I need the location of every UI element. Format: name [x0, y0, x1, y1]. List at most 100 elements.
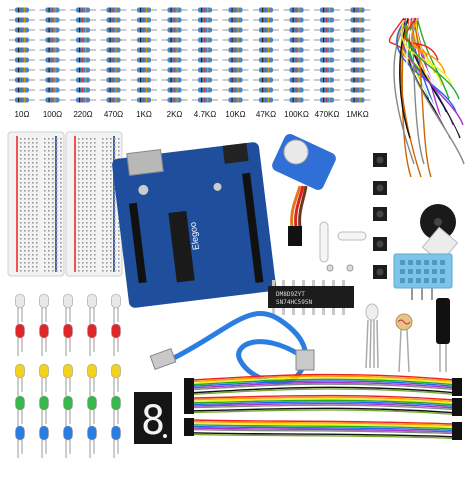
ribbon-wire — [191, 407, 457, 414]
ribbon-wire — [191, 404, 457, 411]
led — [111, 363, 121, 396]
ribbon-wire — [191, 432, 457, 438]
ribbon-wire — [191, 373, 457, 381]
jumper-wire — [396, 21, 457, 113]
ribbon-wire — [191, 388, 457, 396]
ribbon-wire — [191, 402, 457, 409]
ribbon-wire — [191, 377, 457, 384]
resistor-value-label: 100Ω — [42, 110, 63, 119]
led — [63, 425, 73, 458]
breadboard-right — [65, 131, 123, 277]
ribbon-wire — [191, 406, 457, 412]
resistor-value-label: 470KΩ — [314, 110, 340, 119]
ribbon-wire — [191, 428, 457, 435]
push-button — [373, 181, 387, 195]
led — [87, 425, 97, 458]
jumper-wire — [400, 21, 422, 178]
svg-text:Elegoo: Elegoo — [188, 222, 201, 251]
resistor-value-label: 470Ω — [103, 110, 124, 119]
resistor-value-label: 47KΩ — [255, 110, 277, 119]
chip-marking-1: DM8D9ZYT — [276, 291, 305, 298]
led — [87, 323, 97, 356]
jumper-wire — [406, 19, 418, 152]
ribbon-wire — [191, 422, 457, 428]
push-button — [373, 237, 387, 251]
jumper-wire — [417, 20, 450, 100]
ribbon-wire — [191, 386, 457, 394]
rgb-led — [365, 303, 379, 369]
led — [15, 363, 25, 396]
led-grid — [15, 293, 121, 458]
ribbon-wire — [191, 430, 457, 436]
led — [111, 425, 121, 458]
jumper-wire-bundle — [388, 17, 468, 178]
jumper-wire — [413, 21, 432, 178]
ribbon-wire — [191, 419, 457, 425]
led — [39, 323, 49, 356]
led — [39, 425, 49, 458]
led — [111, 293, 121, 326]
shift-register-chip: DM8D9ZYT SN74HC595N — [268, 280, 354, 315]
led — [15, 323, 25, 356]
photoresistor — [395, 313, 413, 373]
led — [39, 363, 49, 396]
push-button — [373, 207, 387, 221]
ribbon-wire — [191, 420, 457, 427]
led — [87, 395, 97, 428]
jumper-wire — [410, 18, 446, 74]
jumper-wire — [415, 19, 443, 87]
resistor-grid — [9, 7, 371, 103]
resistor-value-label: 10KΩ — [225, 110, 246, 119]
push-button — [373, 153, 387, 167]
ribbon-wire — [191, 381, 457, 389]
usb-cable — [149, 311, 315, 385]
resistor-value-label: 2KΩ — [166, 110, 183, 119]
temperature-humidity-sensor — [393, 253, 453, 300]
ribbon-wire — [191, 396, 457, 403]
resistor-value-label: 1MKΩ — [346, 110, 369, 119]
servo-motor — [272, 134, 336, 246]
header-pins-left — [128, 202, 147, 284]
ribbon-wire — [191, 427, 457, 433]
ribbon-wire — [191, 424, 457, 430]
header-pins-right — [242, 172, 264, 283]
segment-digit: 8 — [141, 398, 165, 444]
ribbon-jumper-cables — [184, 373, 462, 440]
jumper-wire — [411, 20, 425, 165]
led — [15, 395, 25, 428]
ribbon-wire — [191, 378, 457, 386]
led — [87, 363, 97, 396]
jumper-wire — [399, 18, 411, 139]
led — [111, 395, 121, 428]
resistor-value-label: 220Ω — [73, 110, 93, 119]
servo-horns — [319, 221, 367, 272]
led — [63, 363, 73, 396]
push-buttons — [373, 153, 387, 279]
seven-segment-display: 8 — [134, 392, 172, 444]
resistor-value-label: 1KΩ — [136, 110, 152, 119]
led — [63, 395, 73, 428]
ribbon-wire — [191, 398, 457, 404]
power-jack — [222, 143, 249, 164]
ribbon-wire — [191, 375, 457, 383]
chip-marking-2: SN74HC595N — [276, 299, 313, 306]
usb-port — [126, 148, 164, 177]
microcontroller-chip — [168, 210, 195, 283]
ribbon-wire — [191, 385, 457, 392]
ribbon-wire — [191, 425, 457, 432]
jumper-wire — [393, 20, 415, 165]
ribbon-wire — [191, 401, 457, 408]
resistor-value-label: 100KΩ — [284, 110, 309, 119]
ribbon-wire — [191, 383, 457, 391]
led — [87, 293, 97, 326]
ribbon-wire — [191, 394, 457, 401]
led — [111, 323, 121, 356]
led — [63, 323, 73, 356]
led — [63, 293, 73, 326]
push-button — [373, 265, 387, 279]
ribbon-wire — [191, 380, 457, 388]
ribbon-wire — [191, 433, 457, 440]
resistor-value-label: 10Ω — [14, 110, 30, 119]
breadboard-left — [7, 131, 65, 277]
